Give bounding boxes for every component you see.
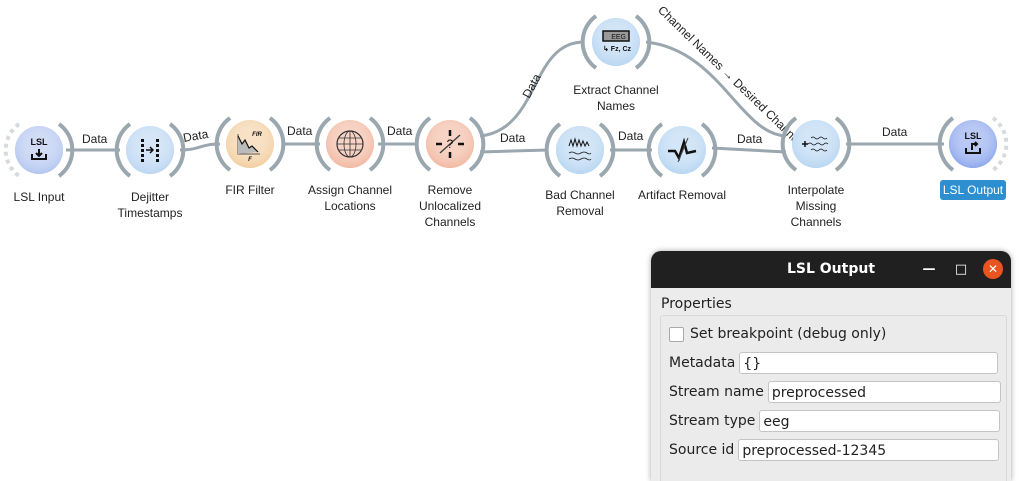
- input-anchor[interactable]: [646, 122, 664, 178]
- dejitter-icon: [141, 139, 159, 162]
- link-dejitter-fir[interactable]: [179, 142, 221, 152]
- minimize-button[interactable]: —: [922, 262, 936, 277]
- node-label[interactable]: Extract Channel Names: [573, 83, 659, 113]
- node-label[interactable]: Artifact Removal: [637, 188, 727, 202]
- properties-heading: Properties: [661, 296, 732, 312]
- node-label[interactable]: FIR Filter: [225, 183, 275, 197]
- lsl-output-dialog: LSL Output — □ ✕ Properties Set breakpoi…: [651, 251, 1011, 481]
- node-label[interactable]: Bad Channel Removal: [545, 188, 615, 218]
- dialog-titlebar[interactable]: LSL Output — □ ✕: [651, 251, 1011, 288]
- input-anchor[interactable]: [114, 122, 132, 178]
- link-label: Data: [882, 125, 908, 139]
- breakpoint-checkbox[interactable]: [669, 326, 684, 342]
- svg-text:LSL: LSL: [965, 131, 983, 141]
- svg-text:EEG: EEG: [611, 34, 626, 41]
- link-remove-bad[interactable]: [479, 148, 549, 154]
- svg-text:?: ?: [447, 137, 454, 151]
- stream-name-field[interactable]: preprocessed: [767, 381, 1001, 403]
- svg-text:↳ Fz, Cz: ↳ Fz, Cz: [603, 45, 632, 53]
- output-anchor[interactable]: [834, 116, 852, 172]
- link-label: Data: [618, 129, 644, 143]
- dialog-title: LSL Output: [786, 261, 876, 277]
- link-label: Data: [182, 127, 210, 145]
- node-bad-channel[interactable]: [544, 122, 616, 178]
- link-label: Data: [737, 132, 763, 146]
- bad-channel-icon: [568, 137, 592, 161]
- eeg-channel-names-icon: EEG ↳ Fz, Cz: [602, 30, 632, 53]
- metadata-row: Metadata {}: [669, 352, 999, 374]
- lsl-output-icon: LSL: [965, 131, 983, 154]
- link-label: Data: [387, 124, 413, 138]
- node-lsl-input[interactable]: LSL: [3, 122, 75, 178]
- fir-filter-icon: FIR F: [237, 132, 262, 163]
- artifact-removal-icon: [668, 137, 697, 163]
- node-extract-names[interactable]: EEG ↳ Fz, Cz: [580, 14, 652, 70]
- source-id-label: Source id: [669, 442, 735, 458]
- properties-group: Set breakpoint (debug only) Metadata {} …: [660, 315, 1007, 481]
- lsl-input-icon: LSL: [31, 137, 49, 160]
- stream-type-label: Stream type: [669, 413, 756, 429]
- output-anchor[interactable]: [700, 122, 718, 178]
- node-interpolate[interactable]: [780, 116, 852, 172]
- stream-name-label: Stream name: [669, 384, 764, 400]
- svg-text:F: F: [248, 157, 252, 163]
- node-label[interactable]: Remove Unlocalized Channels: [418, 183, 482, 229]
- stream-type-row: Stream type eeg: [669, 410, 1001, 432]
- input-anchor[interactable]: [214, 116, 232, 172]
- stream-type-field[interactable]: eeg: [759, 410, 1001, 432]
- output-anchor[interactable]: [634, 14, 652, 70]
- breakpoint-row[interactable]: Set breakpoint (debug only): [669, 326, 886, 342]
- output-anchor[interactable]: [598, 122, 616, 178]
- node-fir-filter[interactable]: FIR F: [214, 116, 286, 172]
- node-label[interactable]: Assign Channel Locations: [307, 183, 393, 213]
- maximize-button[interactable]: □: [954, 262, 968, 277]
- input-anchor[interactable]: [414, 116, 432, 172]
- output-anchor[interactable]: [268, 116, 286, 172]
- input-anchor[interactable]: [580, 14, 598, 70]
- output-anchor[interactable]: [468, 116, 486, 172]
- metadata-field[interactable]: {}: [739, 352, 999, 374]
- node-dejitter[interactable]: [114, 122, 186, 178]
- output-anchor[interactable]: [168, 122, 186, 178]
- link-label: Data: [82, 132, 108, 146]
- head-electrodes-icon: [336, 130, 364, 158]
- input-anchor[interactable]: [937, 116, 955, 172]
- link-extract-interp[interactable]: [645, 40, 787, 138]
- workflow-canvas[interactable]: Data Data Data Data Data Data Data Data …: [0, 0, 1023, 467]
- svg-text:FIR: FIR: [252, 132, 262, 138]
- node-artifact-removal[interactable]: [646, 122, 718, 178]
- source-id-row: Source id preprocessed-12345: [669, 439, 1000, 461]
- link-label: Data: [287, 124, 313, 138]
- node-label[interactable]: Dejitter Timestamps: [117, 190, 183, 220]
- node-assign-locations[interactable]: [314, 116, 386, 172]
- input-anchor[interactable]: [314, 116, 332, 172]
- close-button[interactable]: ✕: [983, 259, 1003, 279]
- link-artifact-interp[interactable]: [711, 146, 787, 154]
- breakpoint-label: Set breakpoint (debug only): [690, 326, 887, 342]
- svg-text:LSL: LSL: [31, 137, 49, 147]
- input-anchor[interactable]: [544, 122, 562, 178]
- source-id-field[interactable]: preprocessed-12345: [738, 439, 1000, 461]
- input-anchor[interactable]: [780, 116, 798, 172]
- output-anchor[interactable]: [57, 122, 75, 178]
- node-label[interactable]: Interpolate Missing Channels: [787, 183, 845, 229]
- output-anchor[interactable]: [368, 116, 386, 172]
- link-label: Data: [500, 131, 526, 145]
- node-label-selected[interactable]: LSL Output: [918, 180, 1023, 200]
- metadata-label: Metadata: [669, 355, 736, 371]
- node-lsl-output[interactable]: LSL: [937, 116, 1009, 172]
- interpolate-icon: [802, 136, 829, 152]
- link-remove-extract[interactable]: [479, 40, 585, 138]
- remove-unlocalized-icon: ?: [436, 130, 464, 158]
- node-remove-unlocalized[interactable]: ?: [414, 116, 486, 172]
- node-label[interactable]: LSL Input: [13, 190, 65, 204]
- stream-name-row: Stream name preprocessed: [669, 381, 1001, 403]
